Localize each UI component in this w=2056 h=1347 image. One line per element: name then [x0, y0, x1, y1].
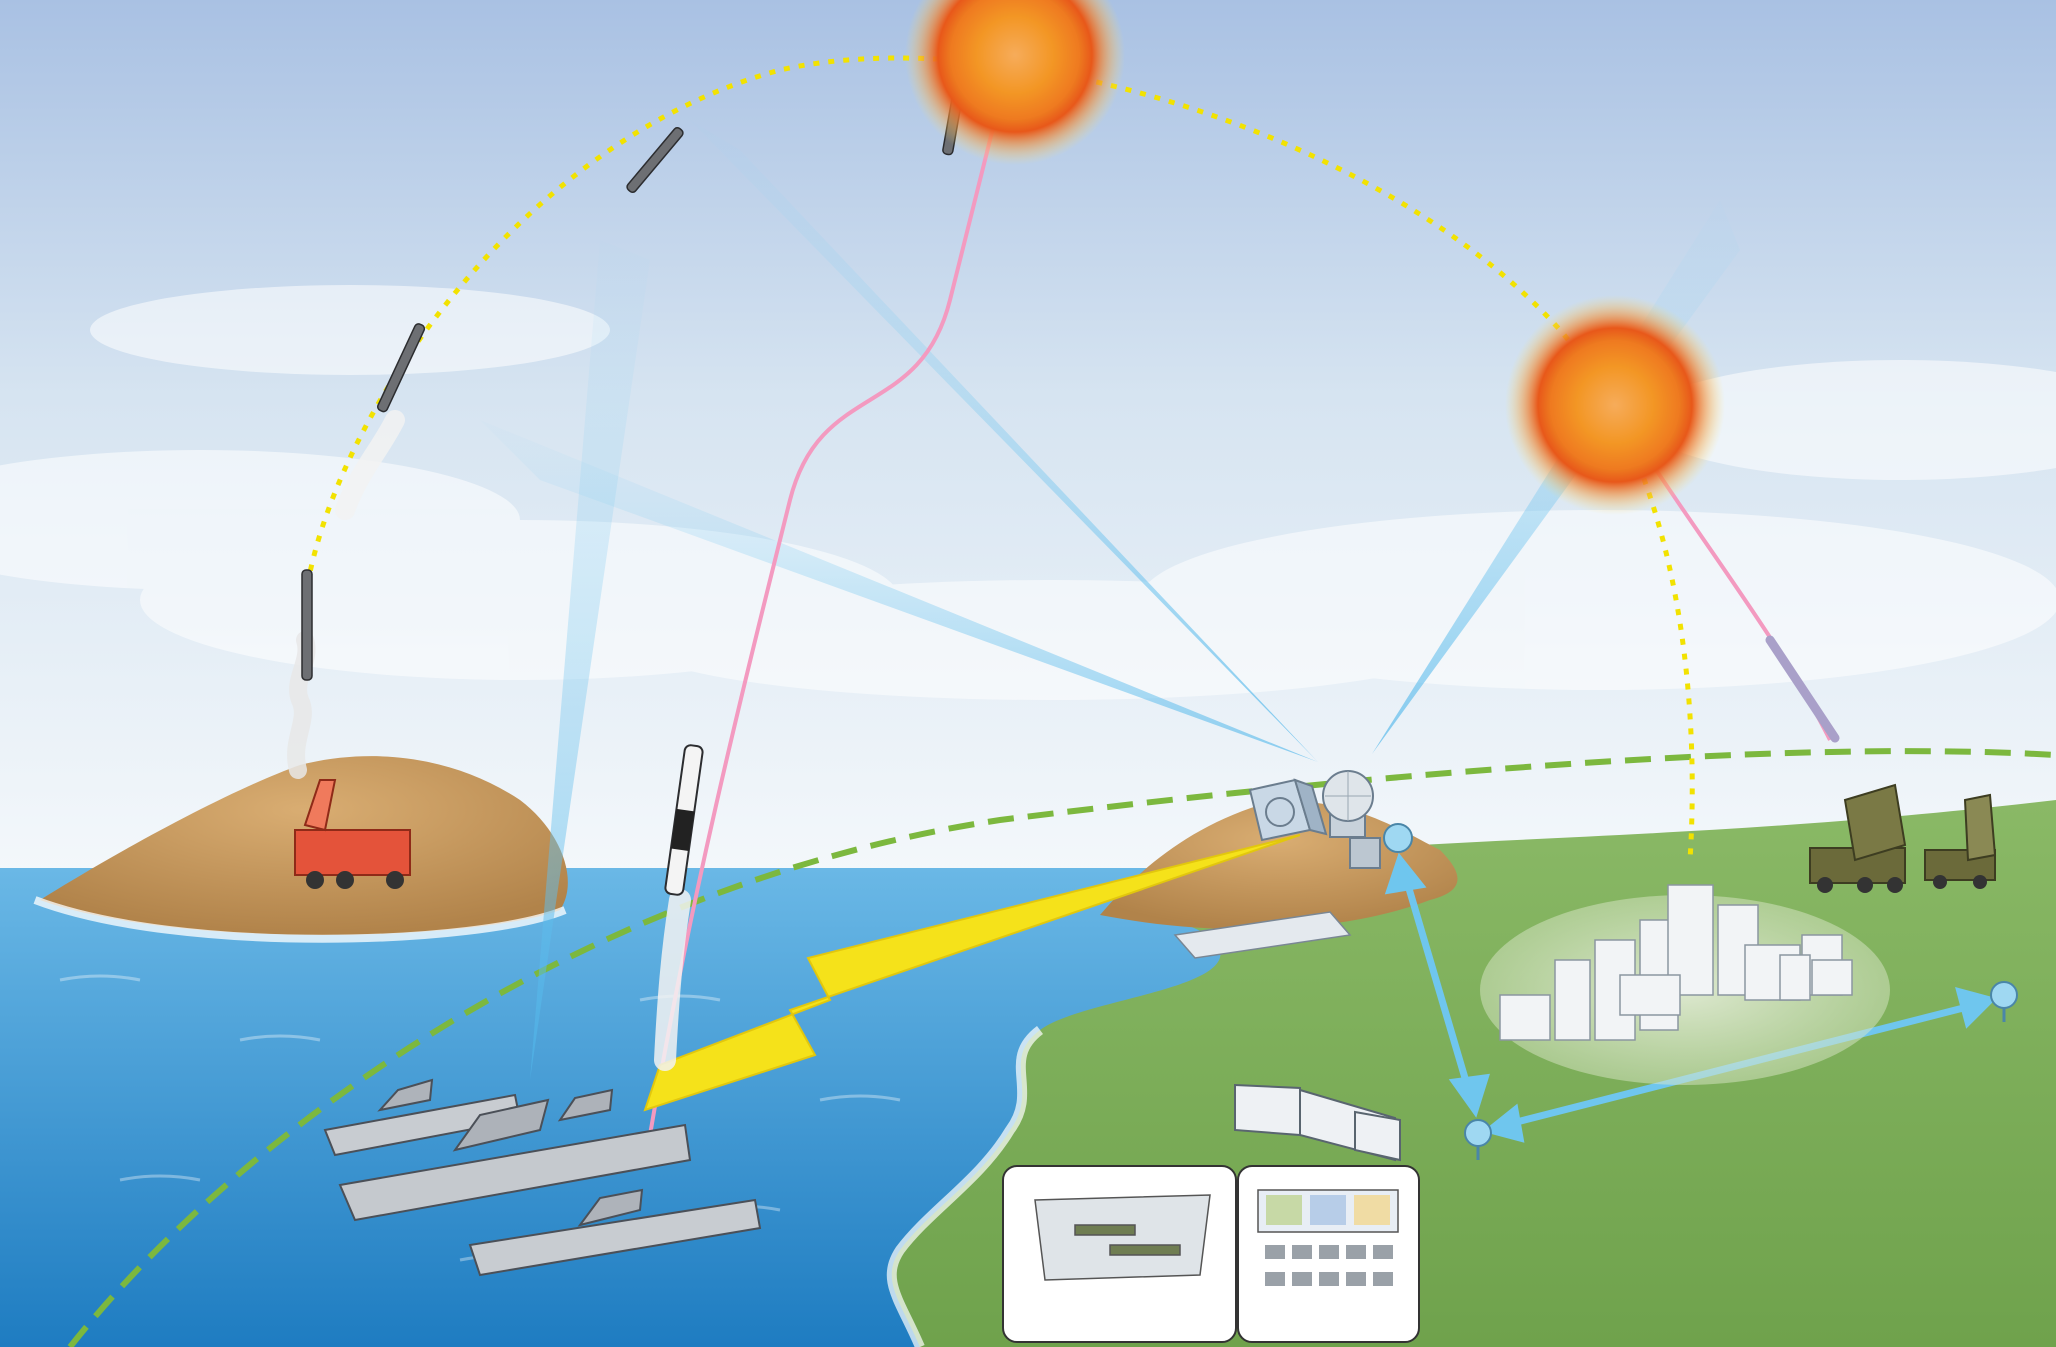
radome-icon	[1322, 770, 1374, 838]
radar-station-icon	[1248, 778, 1328, 842]
mobile-launcher-truck-icon	[294, 779, 411, 889]
pac3-interceptor-icon	[1765, 635, 1840, 743]
inset-panel-left	[1002, 1165, 1237, 1343]
relay-dish-right-icon	[1990, 981, 2018, 1022]
aegis-destroyer-icon	[338, 1088, 692, 1222]
patriot-launcher-icon	[1809, 783, 1907, 893]
sm3-smoke-trail	[654, 889, 691, 1071]
radar-site-buildings	[1173, 911, 1352, 959]
explosion-icon	[1505, 295, 1725, 515]
command-center-room-icon	[1034, 1194, 1211, 1281]
data-link-bolt	[643, 834, 1301, 1112]
radar-hill	[1100, 801, 1458, 930]
patriot-radar-icon	[1924, 793, 1997, 889]
missile-smoke-trail	[335, 410, 405, 520]
satellite-dish-icon	[1349, 823, 1413, 869]
command-building-icon	[1234, 1083, 1401, 1162]
operations-room-icon	[1257, 1189, 1399, 1286]
island-foam	[33, 896, 567, 943]
horizon-line	[67, 748, 2056, 1347]
clouds	[0, 285, 2056, 700]
aegis-destroyer-icon	[323, 1078, 522, 1157]
relay-dish-left-icon	[1464, 1119, 1492, 1160]
aegis-destroyer-icon	[468, 1188, 762, 1277]
explosion-icon	[905, 0, 1125, 165]
sm3-intercept-path	[648, 59, 1012, 1136]
city-buildings-icon	[1499, 884, 1853, 1041]
sm3-interceptor-icon	[664, 744, 704, 896]
shore-foam	[886, 1026, 1044, 1347]
inset-panel-right	[1237, 1165, 1420, 1343]
